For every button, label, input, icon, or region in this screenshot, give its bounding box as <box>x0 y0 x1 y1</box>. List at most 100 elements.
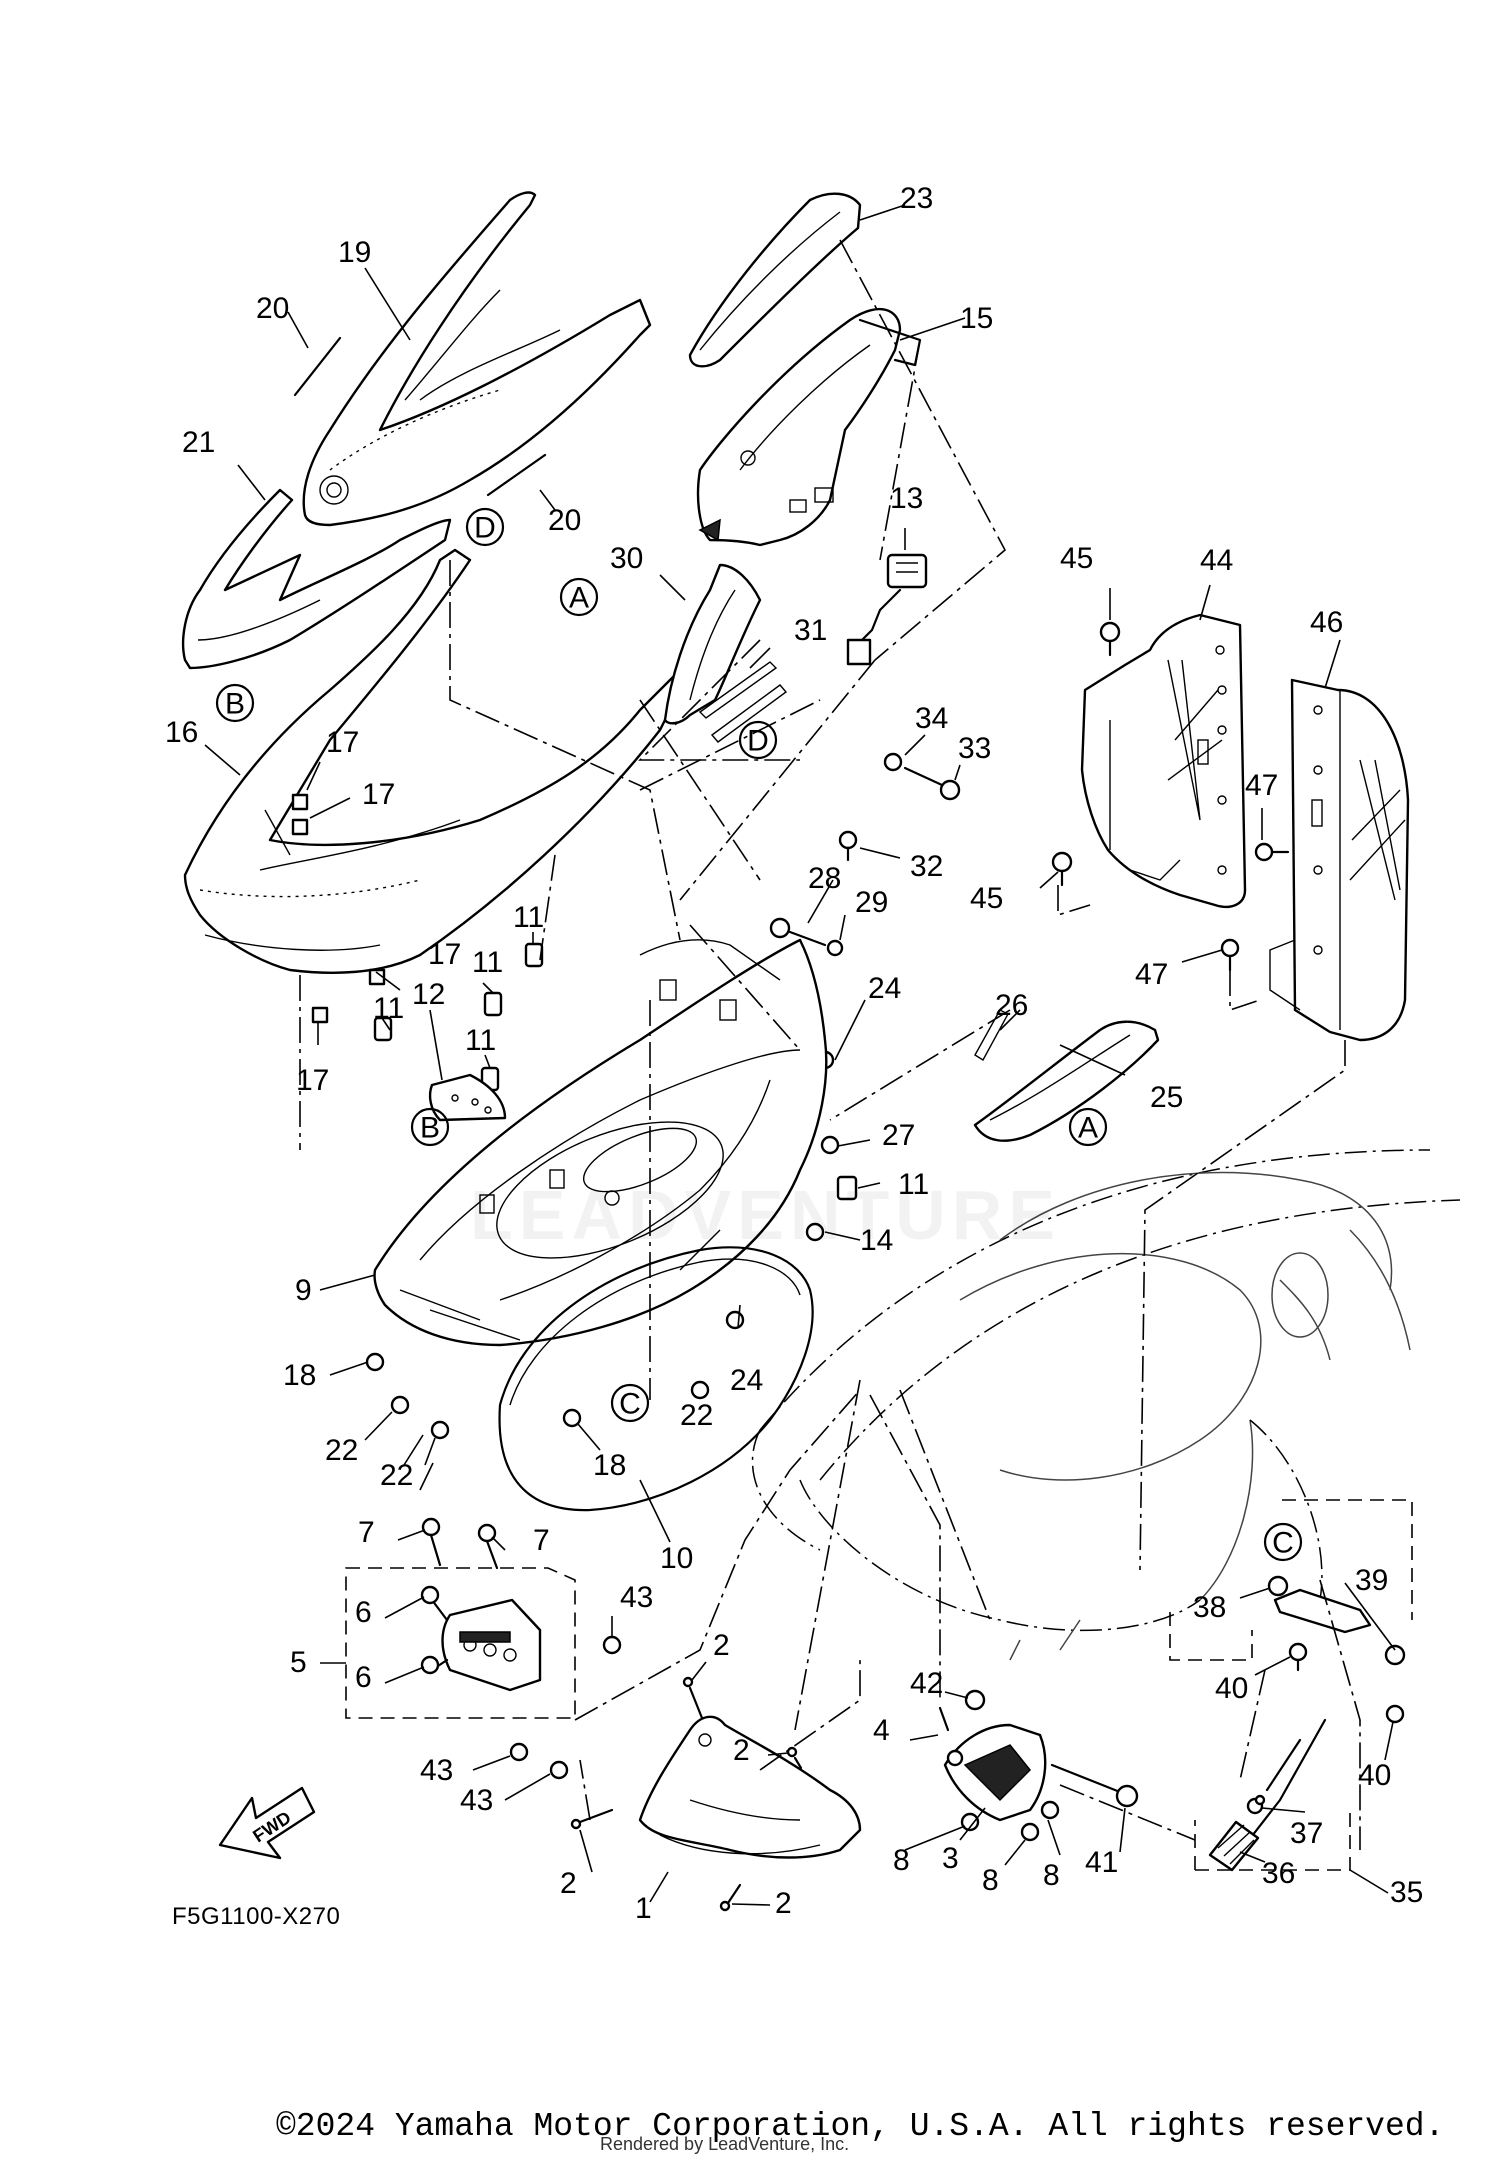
part-label-9: 9 <box>295 1274 312 1307</box>
part-label-43c: 43 <box>460 1784 493 1817</box>
part-label-6a: 6 <box>355 1596 372 1629</box>
part-label-29: 29 <box>855 886 888 919</box>
part-46-shield <box>1269 678 1410 1042</box>
part-label-23: 23 <box>900 182 933 215</box>
part-label-24b: 24 <box>730 1364 763 1397</box>
part-label-7b: 7 <box>533 1524 550 1557</box>
part-label-45a: 45 <box>1060 542 1093 575</box>
part-label-40b: 40 <box>1358 1759 1391 1792</box>
part-label-17b: 17 <box>362 778 395 811</box>
ref-marker-a-top: A <box>559 577 599 617</box>
ref-marker-b-top: B <box>215 683 255 723</box>
part-5-hinge <box>345 1517 622 1780</box>
part-47-clips <box>1220 842 1290 972</box>
part-label-47b: 47 <box>1135 958 1168 991</box>
part-label-4: 4 <box>873 1714 890 1747</box>
part-label-16: 16 <box>165 716 198 749</box>
ref-marker-b-top-label: B <box>225 688 245 721</box>
part-label-33: 33 <box>958 732 991 765</box>
part-label-2a: 2 <box>713 1629 730 1662</box>
ref-marker-d-top-label: D <box>474 512 496 545</box>
part-1-lower-cover <box>638 1715 862 1859</box>
ref-marker-b-mid-label: B <box>420 1112 440 1145</box>
part-3-latch <box>938 1689 1139 1842</box>
part-23-cover <box>688 192 862 368</box>
part-label-2c: 2 <box>560 1867 577 1900</box>
part-12-plate <box>428 1073 507 1122</box>
ref-marker-c-mid-label: C <box>619 1388 641 1421</box>
part-label-39: 39 <box>1355 1564 1388 1597</box>
ref-marker-a-right-label: A <box>1078 1112 1098 1145</box>
part-label-25: 25 <box>1150 1081 1183 1114</box>
fwd-arrow-icon: FWD <box>218 1786 316 1860</box>
part-label-13: 13 <box>890 482 923 515</box>
part-label-11d: 11 <box>465 1024 496 1057</box>
part-label-31: 31 <box>794 614 827 647</box>
part-label-20b: 20 <box>548 504 581 537</box>
copyright-notice: ©2024 Yamaha Motor Corporation, U.S.A. A… <box>276 2108 1445 2145</box>
ref-marker-c-mid: C <box>610 1383 650 1423</box>
part-label-32: 32 <box>910 850 943 883</box>
rendered-by-notice: Rendered by LeadVenture, Inc. <box>600 2134 850 2154</box>
ref-marker-a-right: A <box>1068 1107 1108 1147</box>
part-19-upper-cover <box>302 191 652 527</box>
part-label-42: 42 <box>910 1667 943 1700</box>
part-label-2b: 2 <box>733 1734 750 1767</box>
part-45-clips <box>1051 621 1121 887</box>
part-label-15: 15 <box>960 302 993 335</box>
part-label-14: 14 <box>860 1224 893 1257</box>
part-label-17c: 17 <box>428 938 461 971</box>
part-label-17a: 17 <box>326 726 359 759</box>
part-label-8a: 8 <box>893 1844 910 1877</box>
part-label-1: 1 <box>635 1892 652 1925</box>
part-26-strip <box>974 1009 1009 1061</box>
part-25-cover <box>973 1020 1160 1142</box>
part-label-26: 26 <box>995 989 1028 1022</box>
ref-marker-c-detail-label: C <box>1272 1527 1294 1560</box>
assembly-lines <box>299 239 1361 1850</box>
part-21-strip <box>181 488 452 670</box>
part-label-17d: 17 <box>296 1064 329 1097</box>
part-10-seal <box>498 1246 814 1512</box>
part-label-18b: 18 <box>593 1449 626 1482</box>
leader-lines <box>204 204 1396 1906</box>
part-label-8c: 8 <box>1043 1859 1060 1892</box>
part-13-connector <box>846 553 928 666</box>
part-number-labels: 23 19 15 20 20 21 13 30 45 44 31 46 16 3… <box>165 182 1423 1925</box>
part-44-shield <box>1080 613 1247 909</box>
part-label-46: 46 <box>1310 606 1343 639</box>
part-label-37: 37 <box>1290 1817 1323 1850</box>
ref-marker-b-mid: B <box>410 1107 450 1147</box>
ref-marker-d-top: D <box>465 507 505 547</box>
part-31-strips <box>698 661 788 743</box>
part-label-22c: 22 <box>380 1459 413 1492</box>
part-label-45b: 45 <box>970 882 1003 915</box>
part-35-cable <box>1194 1704 1405 1872</box>
part-11-clips <box>373 942 858 1201</box>
part-label-19: 19 <box>338 236 371 269</box>
part-label-2d: 2 <box>775 1887 792 1920</box>
part-label-30: 30 <box>610 542 643 575</box>
part-label-28: 28 <box>808 862 841 895</box>
part-20-decals <box>293 336 547 497</box>
tub-screws <box>365 1222 825 1440</box>
part-label-44: 44 <box>1200 544 1233 577</box>
part-2-pins <box>570 1676 803 1912</box>
part-label-43a: 43 <box>620 1581 653 1614</box>
part-label-41: 41 <box>1085 1846 1118 1879</box>
part-label-27: 27 <box>882 1119 915 1152</box>
part-label-47a: 47 <box>1245 769 1278 802</box>
part-label-12: 12 <box>412 978 445 1011</box>
part-label-43b: 43 <box>420 1754 453 1787</box>
part-30-cover <box>663 563 762 725</box>
ref-marker-c-detail: C <box>1263 1522 1303 1562</box>
part-label-11c: 11 <box>373 992 404 1025</box>
part-label-18a: 18 <box>283 1359 316 1392</box>
part-16-deck-cover <box>183 548 702 974</box>
part-label-34: 34 <box>915 702 948 735</box>
part-label-11a: 11 <box>513 901 544 934</box>
part-label-21: 21 <box>182 426 215 459</box>
part-label-35: 35 <box>1390 1876 1423 1909</box>
ref-marker-a-top-label: A <box>569 582 589 615</box>
